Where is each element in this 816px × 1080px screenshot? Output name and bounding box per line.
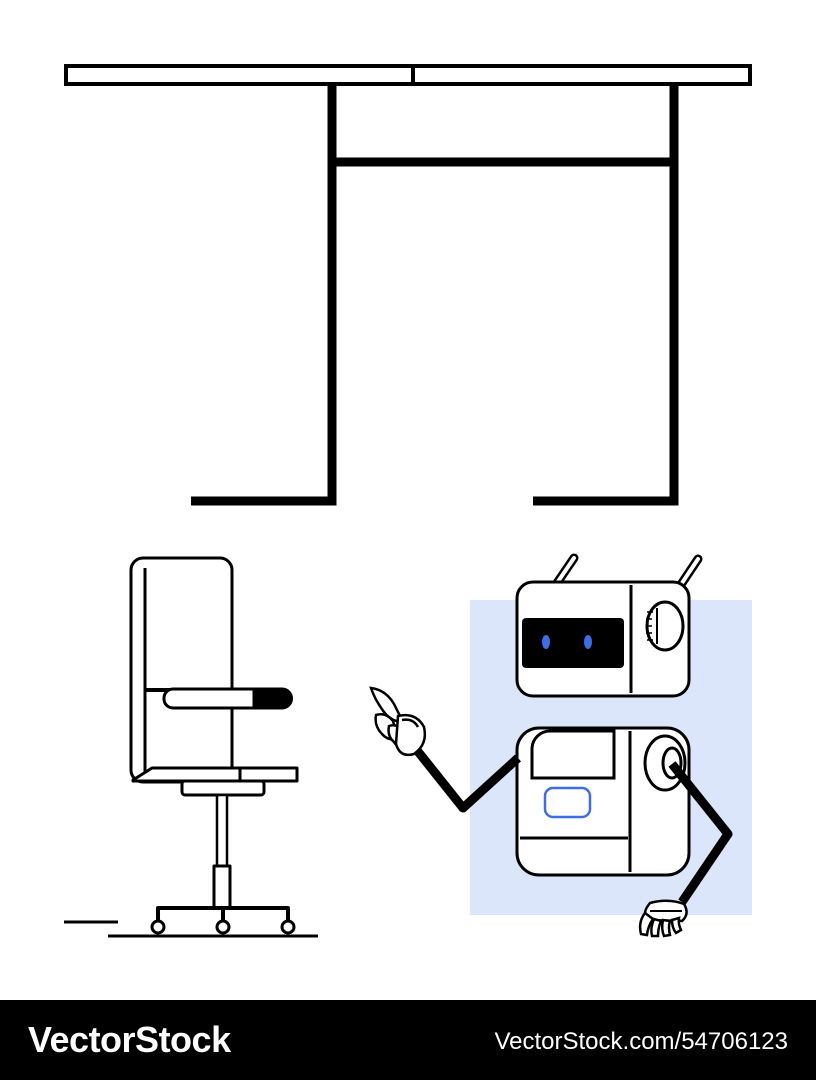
robot-ear-dial-ticks <box>646 611 653 641</box>
watermark-footer: VectorStock VectorStock.com/54706123 <box>0 1000 816 1080</box>
robot-arm-right <box>668 761 733 905</box>
desk-left-leg <box>191 84 337 506</box>
desk-icon <box>64 64 752 506</box>
robot-ear-dial <box>645 600 685 652</box>
desk-right-leg <box>533 84 679 506</box>
robot-body-top-panel <box>530 729 616 780</box>
robot-arm-left <box>408 741 522 813</box>
chair-seat-base <box>180 779 266 797</box>
robot-icon <box>369 553 752 938</box>
office-chair-icon <box>64 556 318 938</box>
chair-seat <box>131 766 299 783</box>
robot-chest-screen <box>543 786 592 819</box>
robot-eye-left <box>542 635 550 649</box>
chair-wheel-left <box>150 919 166 935</box>
desk-top <box>64 64 752 86</box>
chair-wheel-center <box>215 919 231 935</box>
chair-armrest-grip <box>252 687 293 710</box>
robot-hand-pointing <box>369 686 427 757</box>
brand-logo-text: VectorStock <box>28 1019 231 1060</box>
image-url-text: VectorStock.com/54706123 <box>494 1028 788 1055</box>
chair-column <box>215 793 229 869</box>
robot-antenna-left-fill <box>555 556 576 585</box>
chair-column-sleeve <box>212 864 232 910</box>
robot-eye-right <box>584 635 592 649</box>
chair-wheel-right <box>280 919 296 935</box>
illustration-canvas <box>64 64 752 938</box>
robot-visor <box>522 618 624 668</box>
robot-hand-gripper <box>638 899 688 938</box>
